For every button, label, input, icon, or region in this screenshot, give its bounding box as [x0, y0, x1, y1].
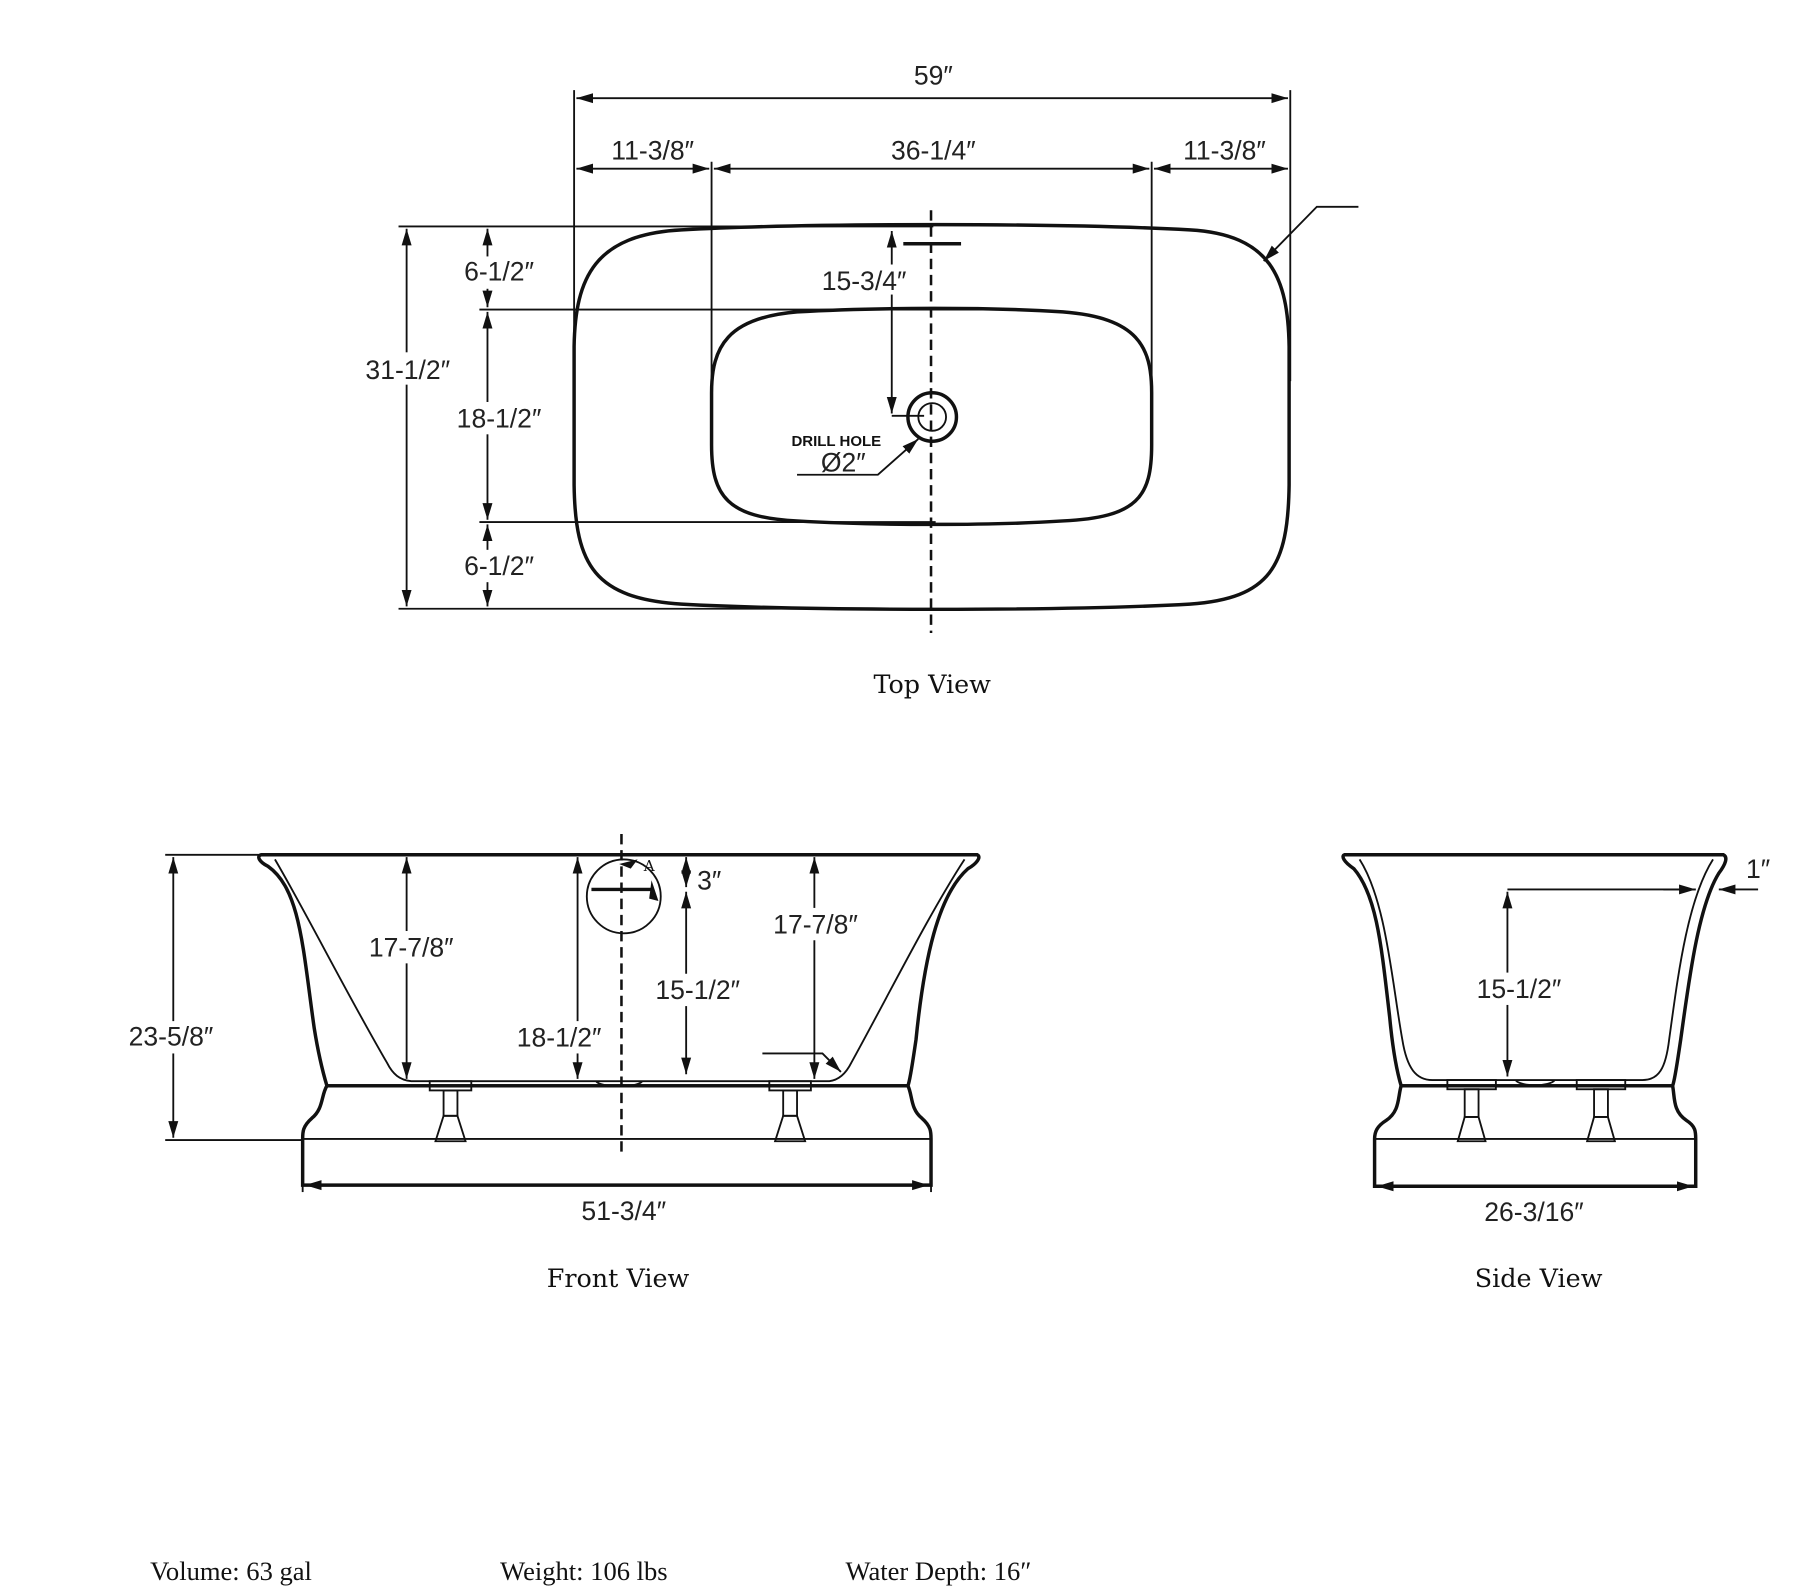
foot-right	[768, 1080, 812, 1143]
top-margin-label: 6-1/2″	[464, 257, 534, 287]
bottom-margin-label: 6-1/2″	[464, 551, 534, 581]
overall-length-label: 59″	[914, 60, 953, 90]
overflow-icon	[585, 858, 662, 935]
volume-spec: Volume: 63 gal	[150, 1556, 312, 1586]
specs-footer: Volume: 63 gal Weight: 106 lbs Water Dep…	[150, 1556, 1031, 1586]
basin-outline	[709, 306, 1154, 527]
weight-spec: Weight: 106 lbs	[500, 1556, 667, 1586]
side-view: 26-3/16″ 15-1/2″ 1″ Side View	[1341, 853, 1770, 1293]
center-depth-label: 18-1/2″	[517, 1023, 602, 1053]
pedestal-base	[300, 1084, 933, 1187]
overall-width-label: 31-1/2″	[365, 355, 450, 385]
base-width-label: 26-3/16″	[1484, 1197, 1583, 1227]
drill-hole-label: DRILL HOLE	[791, 433, 881, 450]
left-depth-label: 17-7/8″	[369, 932, 454, 962]
drain-icon	[906, 391, 959, 443]
side-view-title: Side View	[1475, 1263, 1603, 1293]
rim-thickness-label: 1″	[1746, 854, 1770, 884]
right-depth-label: 17-7/8″	[773, 909, 858, 939]
top-view: 59″ 11-3/8″ 36-1/4″ 11-3/8″ 31-1/2″ 6-1/…	[352, 60, 1359, 699]
foot-left	[1446, 1079, 1497, 1143]
overall-height-label: 23-5/8″	[129, 1021, 214, 1051]
overflow-height-label: 15-1/2″	[655, 975, 740, 1005]
overflow-offset-label: 3″	[697, 865, 721, 895]
drain-offset-label: 15-3/4″	[822, 266, 907, 296]
foot-right	[1575, 1079, 1627, 1143]
front-view: 51-3/4″ 23-5/8″ 17-7/8″ 17-7/8″ 18-1/2″ …	[113, 833, 981, 1293]
overflow-height-label: 15-1/2″	[1477, 974, 1562, 1004]
front-view-title: Front View	[547, 1263, 690, 1293]
basin-width-label: 18-1/2″	[457, 403, 542, 433]
pedestal-base	[1372, 1084, 1698, 1189]
basin-length-label: 36-1/4″	[891, 135, 976, 165]
overflow-marker: A	[643, 857, 655, 875]
foot-left	[428, 1080, 473, 1143]
right-offset-label: 11-3/8″	[1183, 135, 1266, 165]
base-length-label: 51-3/4″	[581, 1196, 666, 1226]
leader-line	[1263, 205, 1359, 262]
leader-line	[762, 1052, 842, 1073]
drill-hole-size: Ø2″	[821, 447, 866, 477]
left-offset-label: 11-3/8″	[611, 135, 694, 165]
top-view-title: Top View	[873, 669, 991, 699]
water-depth-spec: Water Depth: 16″	[846, 1556, 1032, 1586]
tub-outline-top	[572, 222, 1291, 612]
